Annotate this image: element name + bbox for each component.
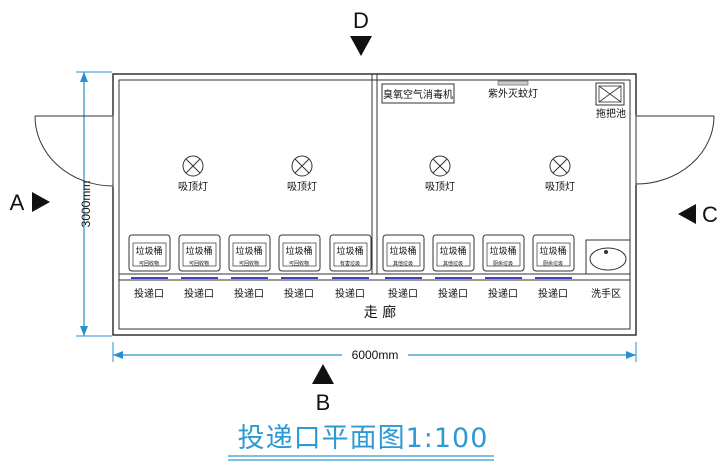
ceiling-lamp-label: 吸顶灯: [287, 181, 317, 193]
height-dimension: 3000mm: [76, 71, 112, 337]
ceiling-lamp: 吸顶灯: [545, 155, 575, 193]
garbage-bin-label: 垃圾桶: [235, 245, 262, 257]
garbage-bin-tag: 其他垃圾: [393, 260, 413, 267]
building-outline: [112, 73, 637, 336]
uv-lamp: 紫外灭蚊灯: [488, 80, 538, 100]
garbage-bin-tag: 其他垃圾: [443, 260, 463, 267]
garbage-bin-label: 垃圾桶: [439, 245, 466, 257]
view-arrow-b: [312, 364, 334, 384]
garbage-bin-tag: 有害垃圾: [340, 260, 360, 267]
garbage-bin-label: 垃圾桶: [389, 245, 416, 257]
garbage-bin-label: 垃圾桶: [539, 245, 566, 257]
garbage-bin-tag: 厨余垃圾: [543, 260, 563, 267]
ceiling-lamp-label: 吸顶灯: [178, 181, 208, 193]
delivery-port-label: 投递口: [388, 287, 418, 300]
delivery-port-label: 投递口: [284, 287, 314, 300]
view-arrow-d: [350, 36, 372, 56]
garbage-bin-label: 垃圾桶: [285, 245, 312, 257]
ceiling-lamp: 吸顶灯: [287, 155, 317, 193]
uv-lamp-label: 紫外灭蚊灯: [488, 87, 538, 100]
mop-pool-label: 拖把池: [596, 107, 626, 120]
garbage-bin-label: 垃圾桶: [489, 245, 516, 257]
delivery-port-label: 投递口: [234, 287, 264, 300]
height-dimension-label: 3000mm: [79, 181, 93, 228]
garbage-bin-label: 垃圾桶: [336, 245, 363, 257]
garbage-bin-label: 垃圾桶: [135, 245, 162, 257]
wash-area-label: 洗手区: [591, 287, 621, 300]
width-dimension-label: 6000mm: [352, 348, 399, 362]
garbage-bin-tag: 可回收物: [289, 260, 309, 267]
garbage-bin-tag: 可回收物: [189, 260, 209, 267]
garbage-bin-tag: 厨余垃圾: [493, 260, 513, 267]
door-right: [629, 115, 715, 185]
mop-pool: 拖把池: [595, 82, 626, 120]
view-label-c: C: [702, 202, 718, 227]
ozone-disinfector: 臭氧空气消毒机: [381, 83, 455, 104]
title-underline: [228, 455, 494, 461]
ozone-disinfector-label: 臭氧空气消毒机: [383, 88, 453, 101]
garbage-bin-tag: 可回收物: [139, 260, 159, 267]
width-dimension: 6000mm: [112, 342, 637, 362]
corridor-label: 走 廊: [364, 304, 396, 321]
delivery-port-label: 投递口: [335, 287, 365, 300]
view-arrow-a: [32, 192, 50, 212]
plan-title: 投递口平面图1:100: [237, 423, 489, 454]
delivery-port-label: 投递口: [184, 287, 214, 300]
view-label-d: D: [353, 8, 369, 33]
ceiling-lamp-label: 吸顶灯: [425, 181, 455, 193]
delivery-port-label: 投递口: [538, 287, 568, 300]
wash-basin: 洗手区: [585, 239, 631, 300]
delivery-port-label: 投递口: [134, 287, 164, 300]
garbage-bin-tag: 可回收物: [239, 260, 259, 267]
delivery-port-label: 投递口: [488, 287, 518, 300]
ceiling-lamp: 吸顶灯: [178, 155, 208, 193]
ceiling-lamp-label: 吸顶灯: [545, 181, 575, 193]
delivery-port-label: 投递口: [438, 287, 468, 300]
door-left: [34, 115, 120, 187]
view-arrow-c: [678, 204, 696, 224]
garbage-bin-label: 垃圾桶: [185, 245, 212, 257]
view-label-b: B: [316, 390, 331, 415]
ceiling-lamp: 吸顶灯: [425, 155, 455, 193]
view-label-a: A: [10, 190, 25, 215]
